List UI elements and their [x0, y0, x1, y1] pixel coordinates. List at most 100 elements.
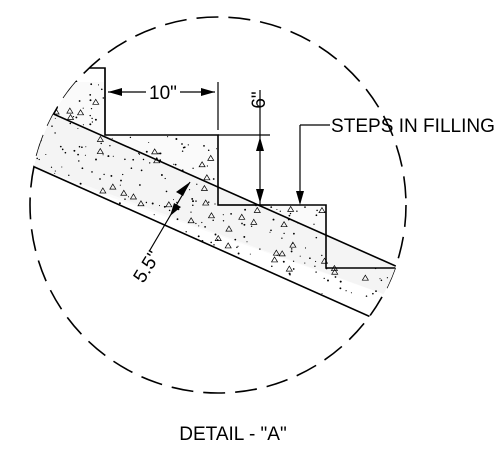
slab-thickness-label: 5.5": [130, 247, 165, 286]
stipple-dot: [36, 157, 38, 160]
aggregate-mark: [109, 183, 117, 190]
stipple-dot: [99, 178, 101, 180]
stipple-dot: [375, 290, 377, 292]
stipple-dot: [212, 219, 214, 221]
stipple-dot: [124, 198, 126, 200]
stipple-dot: [89, 114, 91, 117]
stipple-dot: [81, 146, 83, 149]
aggregate-mark: [253, 206, 261, 213]
slab-arrow-top: [176, 182, 190, 196]
stipple-dot: [243, 235, 246, 238]
stipple-dot: [36, 136, 38, 139]
stipple-dot: [95, 158, 97, 161]
stipple-dot: [234, 238, 237, 241]
stipple-dot: [138, 152, 140, 155]
stipple-dot: [387, 299, 389, 302]
stipple-dot: [54, 172, 56, 174]
stipple-dot: [191, 197, 194, 200]
stipple-dot: [316, 209, 318, 212]
stipple-dot: [299, 255, 301, 257]
stipple-dot: [112, 155, 114, 157]
stipple-dot: [321, 292, 323, 295]
aggregate-mark: [198, 161, 206, 168]
aggregate-mark: [278, 250, 286, 257]
stipple-dot: [189, 189, 191, 191]
callout-label: STEPS IN FILLING: [331, 116, 495, 137]
stipple-dot: [292, 260, 295, 262]
stipple-dot: [181, 150, 184, 152]
stipple-dot: [387, 301, 389, 303]
stipple-dot: [190, 211, 192, 213]
stipple-dot: [54, 132, 56, 134]
slab-top-line: [39, 107, 401, 269]
stipple-dot: [289, 212, 292, 215]
stipple-dot: [151, 202, 154, 205]
aggregate-mark: [92, 98, 100, 105]
stipple-dot: [91, 117, 93, 120]
stipple-dot: [196, 183, 198, 185]
stipple-dot: [385, 295, 387, 297]
stipple-dot: [91, 121, 94, 123]
stipple-dot: [56, 93, 58, 95]
stipple-dot: [197, 235, 200, 238]
aggregate-mark: [66, 107, 74, 114]
stipple-dot: [124, 158, 126, 161]
stipple-dot: [89, 99, 92, 102]
stipple-dot: [192, 204, 194, 207]
stipple-dot: [282, 260, 285, 263]
stipple-dot: [214, 203, 216, 205]
stipple-dot: [339, 287, 342, 290]
stipple-dot: [309, 257, 311, 260]
stipple-dot: [195, 200, 197, 202]
stipple-dot: [339, 280, 342, 283]
stipple-dot: [163, 205, 166, 208]
stipple-dot: [201, 221, 203, 224]
stipple-dot: [345, 290, 347, 292]
stipple-dot: [79, 182, 82, 185]
stipple-dot: [160, 174, 163, 176]
stipple-dot: [72, 115, 75, 118]
stipple-dot: [292, 268, 295, 270]
stipple-dot: [90, 83, 93, 86]
stipple-dot: [149, 162, 151, 164]
aggregate-mark: [270, 256, 279, 263]
stipple-dot: [259, 248, 261, 250]
tread-arrow-left: [108, 88, 122, 96]
aggregate-mark: [361, 274, 369, 281]
stipple-dot: [323, 277, 325, 280]
stipple-dot: [315, 214, 318, 217]
aggregate-mark: [207, 212, 216, 219]
stipple-dot: [244, 208, 247, 211]
stipple-dot: [102, 97, 105, 99]
detail-boundary-circle: [29, 16, 407, 394]
stipple-dot: [187, 144, 189, 146]
stipple-dot: [214, 233, 217, 236]
aggregate-mark: [250, 218, 258, 225]
stipple-dot: [61, 166, 63, 168]
stipple-dot: [350, 292, 352, 294]
stipple-dot: [110, 174, 113, 177]
stipple-dot: [142, 158, 145, 161]
stipple-dot: [175, 138, 178, 140]
stipple-dot: [380, 279, 383, 282]
aggregate-mark: [224, 242, 232, 249]
stipple-dot: [46, 101, 48, 103]
stipple-dot: [61, 148, 64, 151]
stipple-dot: [78, 160, 80, 162]
stipple-dot: [321, 254, 323, 257]
aggregate-mark: [287, 205, 295, 212]
stipple-dot: [272, 218, 275, 221]
stipple-dot: [270, 229, 272, 232]
stipple-dot: [145, 201, 148, 204]
callout-arrow: [296, 191, 304, 205]
stipple-dot: [237, 245, 239, 247]
stipple-dot: [31, 162, 34, 165]
aggregate-mark: [285, 265, 293, 272]
stipple-dot: [130, 167, 133, 169]
stipple-dot: [230, 213, 232, 215]
stipple-dot: [213, 244, 215, 246]
stipple-dot: [159, 152, 162, 155]
aggregate-mark: [120, 189, 128, 196]
aggregate-mark: [225, 225, 233, 232]
